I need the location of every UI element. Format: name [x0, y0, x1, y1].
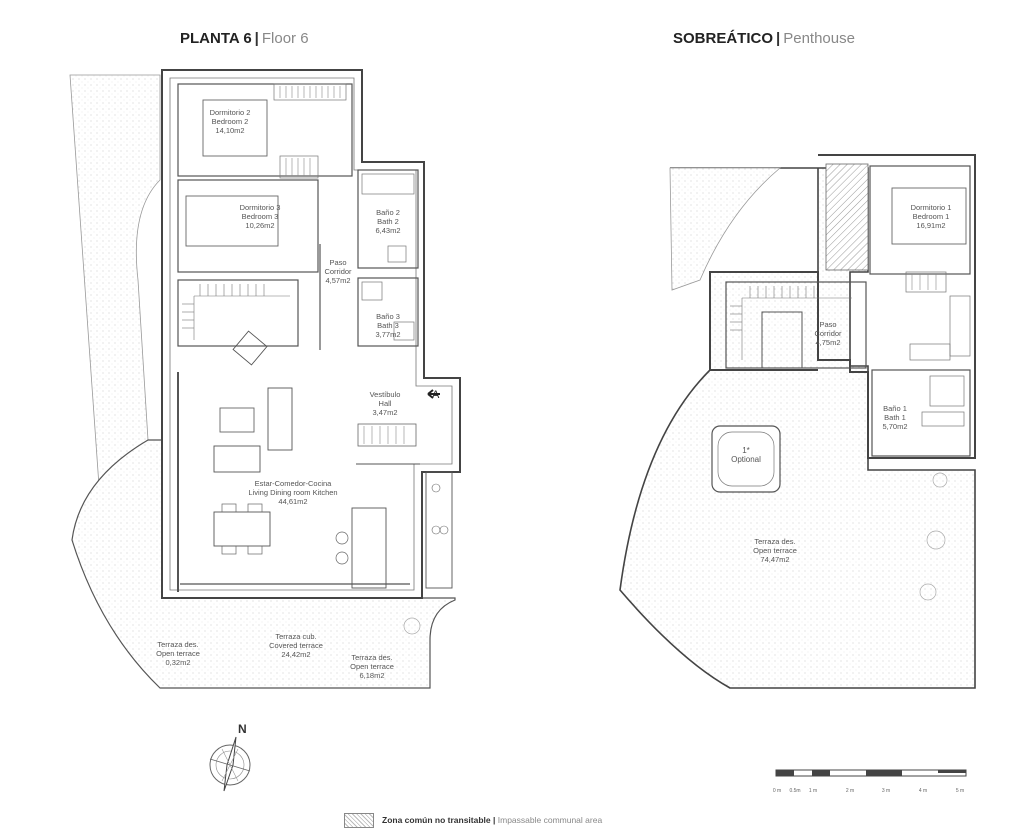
- penthouse-outer-wall: [709, 154, 976, 459]
- dining-table: [213, 511, 271, 547]
- kitchen-island: [351, 507, 387, 589]
- communal-area-floor6: [69, 74, 161, 502]
- plant-2: [926, 530, 946, 550]
- sofa-2: [213, 445, 261, 473]
- communal-area-penthouse: [669, 167, 782, 291]
- scale-label: 3 m: [881, 788, 891, 794]
- floor6-outer-wall: [161, 69, 461, 599]
- jacuzzi: [711, 425, 781, 493]
- plant-4: [403, 617, 421, 635]
- scale-label: 1 m: [808, 788, 818, 794]
- terrace-penthouse: [619, 167, 976, 689]
- entry-label: A: [432, 389, 440, 401]
- bed-bedroom2: [202, 99, 268, 157]
- scale-label: 5 m: [955, 788, 965, 794]
- floor6-title: PLANTA 6|Floor 6: [180, 30, 309, 47]
- impassable-area-penthouse: [825, 163, 869, 271]
- plant-1: [932, 472, 948, 488]
- bath3-room: [357, 277, 419, 347]
- kitchen-counter: [425, 471, 453, 589]
- scale-label: 0 m: [772, 788, 782, 794]
- north-label: N: [238, 722, 247, 736]
- scale-bar: [775, 769, 967, 777]
- entry-arrow: [427, 389, 440, 399]
- scale-label: 2 m: [845, 788, 855, 794]
- bed-bedroom1: [891, 187, 967, 245]
- bedroom3-room: [177, 179, 319, 273]
- legend-text-en: Impassable communal area: [497, 814, 603, 825]
- legend: Zona común no transitable | Impassable c…: [344, 813, 602, 828]
- stairs-floor6: [177, 279, 299, 347]
- bed-bedroom3: [185, 195, 279, 247]
- armchair: [232, 330, 268, 366]
- compass-rose: [209, 736, 251, 792]
- legend-text: Zona común no transitable: [382, 814, 491, 825]
- penthouse-title: SOBREÁTICO|Penthouse: [673, 30, 855, 47]
- bath2-room: [357, 169, 419, 269]
- sofa: [267, 387, 293, 451]
- bedroom2-room: [177, 83, 353, 177]
- scale-label: 4 m: [918, 788, 928, 794]
- plant-3: [919, 583, 937, 601]
- scale-label: 0.5m: [789, 788, 801, 794]
- label-jacuzzi: 1*Optional: [731, 446, 761, 464]
- coffee-table: [219, 407, 255, 433]
- legend-swatch: [344, 813, 374, 828]
- terrace-floor6: [71, 439, 456, 689]
- bath1-room: [871, 369, 971, 457]
